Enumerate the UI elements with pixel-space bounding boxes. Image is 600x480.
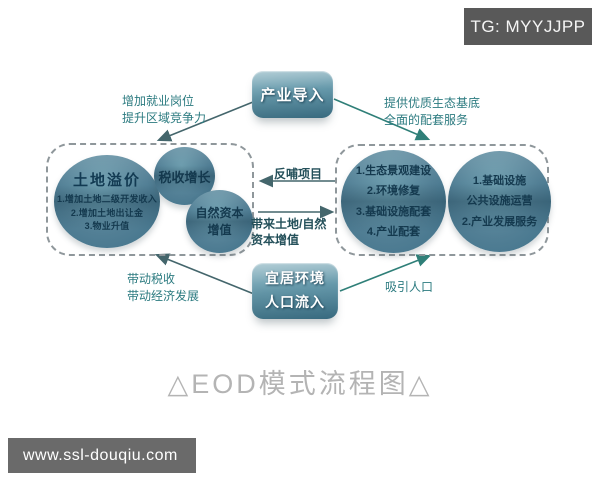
circle-eco-construction-item: 1.生态景观建设: [355, 164, 432, 177]
circle-land-premium-item: 3.物业升值: [84, 221, 130, 232]
circle-land-premium-item: 1.增加土地二级开发收入: [57, 193, 157, 204]
label-employment-competitiveness: 增加就业岗位 提升区域竞争力: [122, 94, 207, 125]
label-attract-population: 吸引人口: [385, 280, 434, 294]
circle-eco-construction: 1.生态景观建设 2.环境修复 3.基础设施配套 4.产业配套: [341, 150, 446, 253]
circle-eco-construction-item: 3.基础设施配套: [355, 205, 432, 218]
watermark-url: www.ssl-douqiu.com: [8, 438, 196, 473]
circle-facility-operation-item: 2.产业发展服务: [461, 215, 538, 228]
circle-eco-construction-item: 4.产业配套: [366, 225, 421, 238]
circle-land-premium-item: 2.增加土地出让金: [70, 207, 144, 218]
node-livable-environment: 宜居环境 人口流入: [252, 263, 338, 319]
label-feedback-project: 反哺项目: [273, 167, 322, 181]
circle-land-premium: 土地溢价 1.增加土地二级开发收入 2.增加土地出让金 3.物业升值: [54, 155, 160, 248]
circle-land-premium-title: 土地溢价: [72, 171, 141, 189]
left-benefits-group-box: [46, 143, 254, 256]
label-eco-base-services: 提供优质生态基底 全面的配套服务: [384, 96, 481, 127]
label-bring-capital-value: 带来土地/自然 资本增值: [251, 217, 327, 248]
circle-natural-capital: 自然资本 增值: [186, 190, 253, 253]
label-drive-tax-economy: 带动税收 带动经济发展: [127, 272, 200, 303]
circle-facility-operation-item: 公共设施运营: [466, 195, 533, 208]
diagram-caption: △EOD模式流程图△: [167, 369, 433, 399]
node-industry-import: 产业导入: [252, 71, 333, 118]
circle-eco-construction-item: 2.环境修复: [366, 185, 421, 198]
circle-facility-operation: 1.基础设施 公共设施运营 2.产业发展服务: [448, 151, 551, 252]
channel-badge: TG: MYYJJPP: [464, 8, 592, 45]
circle-facility-operation-item: 1.基础设施: [472, 174, 527, 187]
